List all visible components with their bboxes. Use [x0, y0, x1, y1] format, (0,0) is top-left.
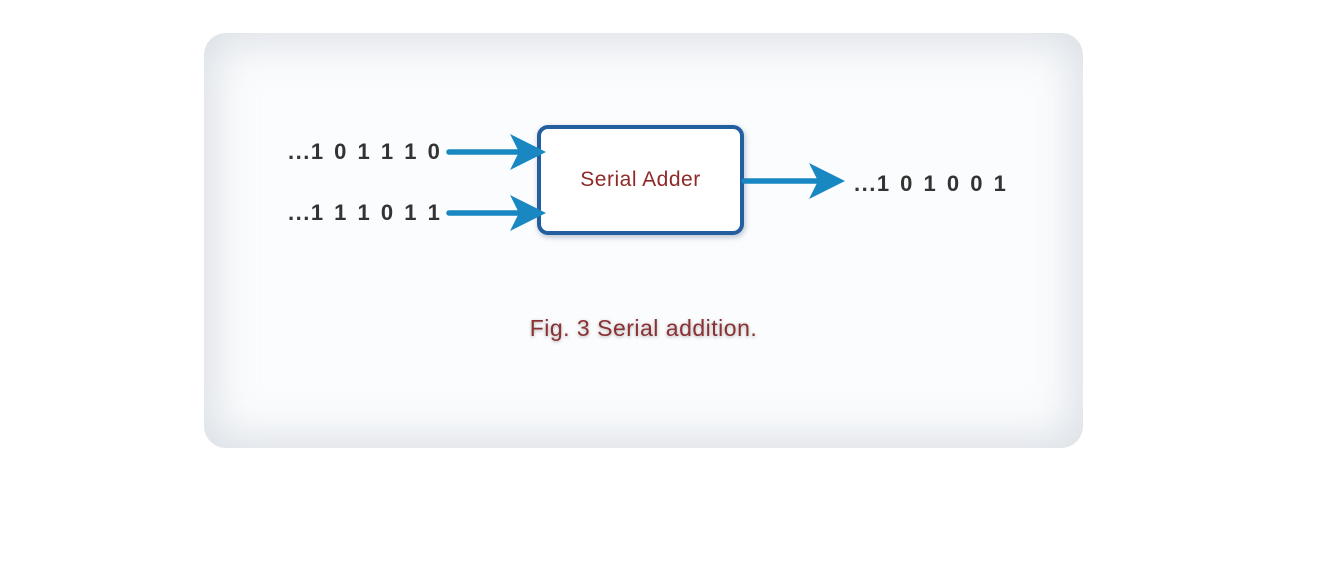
output-arrow-icon	[741, 163, 845, 199]
figure-caption: Fig. 3 Serial addition.	[529, 315, 758, 341]
input-arrow-2-icon	[446, 195, 546, 231]
serial-adder-box: Serial Adder	[537, 125, 744, 235]
output-result: ...1 0 1 0 0 1	[854, 171, 1008, 196]
serial-adder-diagram: ...1 0 1 1 1 0 ...1 1 1 0 1 1 Serial Add…	[204, 33, 1083, 448]
arrows-layer	[446, 134, 845, 231]
input-operand-2: ...1 1 1 0 1 1	[288, 200, 442, 225]
input-arrow-1-icon	[446, 134, 546, 170]
serial-adder-label: Serial Adder	[580, 168, 701, 191]
input-operand-1: ...1 0 1 1 1 0	[288, 139, 442, 164]
output-arrow-head	[809, 163, 845, 199]
figure-card: ...1 0 1 1 1 0 ...1 1 1 0 1 1 Serial Add…	[204, 33, 1083, 448]
